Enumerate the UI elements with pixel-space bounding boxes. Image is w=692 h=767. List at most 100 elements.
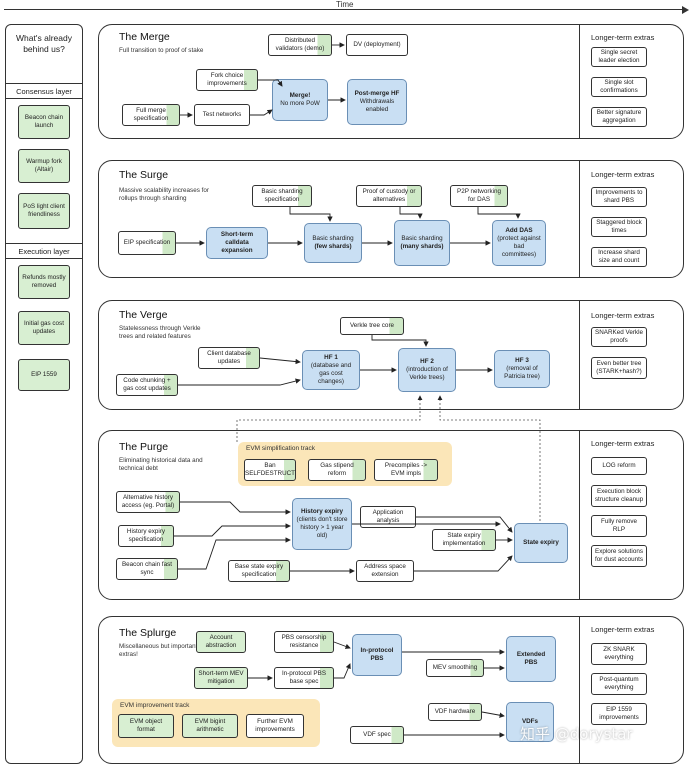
node-hf1: HF 1 (database and gas cost changes): [302, 350, 360, 390]
node-further-evm: Further EVM improvements: [246, 714, 304, 738]
node-state-expiry: State expiry: [514, 523, 568, 563]
node-fork-choice: Fork choice improvements: [196, 69, 258, 91]
execution-layer-heading: Execution layer: [18, 247, 70, 256]
node-vdf-spec: VDF spec: [350, 726, 404, 744]
verge-title: The Verge: [119, 309, 168, 321]
consensus-item-pos-light-client: PoS light client friendliness: [18, 193, 70, 229]
history-expiry-sub: (clients don't store history > 1 year ol…: [296, 516, 348, 539]
merge-subtitle: Full transition to proof of stake: [119, 47, 204, 54]
left-divider-execution: [6, 243, 82, 244]
hf3-sub: (removal of Patricia tree): [504, 365, 540, 380]
splurge-title: The Splurge: [119, 627, 177, 639]
node-evm-bigint: EVM bigint arithmetic: [182, 714, 238, 738]
node-vdf-hardware: VDF hardware: [428, 703, 482, 721]
node-application-analysis: Application analysis: [360, 506, 416, 528]
time-axis-arrowhead: [682, 6, 689, 14]
splurge-extras-title: Longer-term extras: [591, 625, 655, 634]
node-short-term-mev: Short-term MEV mitigation: [194, 667, 248, 689]
left-divider-top: [6, 83, 82, 84]
node-in-protocol-pbs: In-protocol PBS: [352, 634, 402, 676]
node-base-state-expiry-spec: Base state expiry specification: [228, 560, 290, 582]
node-basic-sharding-few: Basic sharding (few shards): [304, 223, 362, 263]
surge-extra-shard-pbs: Improvements to shard PBS: [591, 187, 647, 207]
node-alt-history: Alternative history access (eg. Portal): [116, 491, 180, 513]
node-p2p-das: P2P networking for DAS: [450, 185, 508, 207]
merge-title: The Merge: [119, 31, 170, 43]
add-das-sub: (protect against bad committees): [497, 235, 541, 258]
splurge-extra-post-quantum: Post-quantum everything: [591, 673, 647, 695]
node-ban-selfdestruct: Ban SELFDESTRUCT: [244, 459, 296, 481]
node-verkle-tree-core: Verkle tree core: [340, 317, 404, 335]
purge-extra-remove-rlp: Fully remove RLP: [591, 515, 647, 537]
purge-extra-dust: Explore solutions for dust accounts: [591, 545, 647, 567]
node-history-expiry: History expiry (clients don't store hist…: [292, 498, 352, 550]
splurge-extra-eip1559: EIP 1559 improvements: [591, 703, 647, 725]
hf1-sub: (database and gas cost changes): [310, 362, 352, 385]
evm-improvement-track-title: EVM improvement track: [120, 702, 190, 709]
purge-subtitle: Eliminating historical data and technica…: [119, 457, 203, 472]
node-evm-object-format: EVM object format: [118, 714, 174, 738]
merge-extra-ssc: Single slot confirmations: [591, 77, 647, 97]
node-dv-deployment: DV (deployment): [346, 34, 408, 56]
execution-item-eip1559: EIP 1559: [18, 359, 70, 391]
node-address-space-ext: Address space extension: [356, 560, 414, 582]
verge-extra-better-tree: Even better tree (STARK+hash?): [591, 357, 647, 379]
merge-node-sub: No more PoW: [280, 100, 320, 107]
merge-extra-sig-agg: Better signature aggregation: [591, 107, 647, 127]
node-proof-of-custody: Proof of custody or alternatives: [356, 185, 422, 207]
node-mev-smoothing: MEV smoothing: [426, 659, 484, 677]
basic-sharding-few-qualifier: (few shards): [314, 243, 352, 250]
surge-extras-title: Longer-term extras: [591, 170, 655, 179]
node-gas-stipend: Gas stipend reform: [308, 459, 366, 481]
merge-node-title: Merge!: [289, 92, 311, 99]
node-short-term-calldata: Short-term calldata expansion: [206, 227, 268, 259]
left-divider-execution-bottom: [6, 258, 82, 259]
node-distributed-validators: Distributed validators (demo): [268, 34, 332, 56]
hf2-sub: (introduction of Verkle trees): [406, 366, 448, 381]
node-vdfs: VDFs: [506, 702, 554, 742]
purge-extras-title: Longer-term extras: [591, 439, 655, 448]
hf2-title: HF 2: [420, 358, 434, 365]
surge-extra-staggered: Staggered block times: [591, 217, 647, 237]
splurge-subtitle: Miscellaneous but important extras!: [119, 643, 198, 658]
surge-extras-divider: [579, 161, 580, 277]
node-post-merge-hf: Post-merge HF Withdrawals enabled: [347, 79, 407, 125]
merge-extra-ssle: Single secret leader election: [591, 47, 647, 67]
consensus-item-beacon-chain: Beacon chain launch: [18, 105, 70, 139]
purge-extra-log-reform: LOG reform: [591, 457, 647, 475]
splurge-extra-zk-snark: ZK SNARK everything: [591, 643, 647, 665]
node-hf2: HF 2 (introduction of Verkle trees): [398, 348, 456, 392]
node-full-merge-spec: Full merge specification: [122, 104, 180, 126]
hf1-title: HF 1: [324, 354, 338, 361]
splurge-extras-divider: [579, 617, 580, 763]
section-surge: The Surge Massive scalability increases …: [98, 160, 684, 278]
already-done-panel: What's already behind us? Consensus laye…: [5, 24, 83, 764]
merge-extras-divider: [579, 25, 580, 138]
verge-extras-divider: [579, 301, 580, 409]
verge-extras-title: Longer-term extras: [591, 311, 655, 320]
purge-extras-divider: [579, 431, 580, 599]
node-basic-sharding-spec: Basic sharding specification: [252, 185, 312, 207]
verge-extra-snarked-verkle: SNARKed Verkle proofs: [591, 327, 647, 347]
left-divider-consensus: [6, 98, 82, 99]
execution-item-gas-cost: Initial gas cost updates: [18, 311, 70, 345]
verge-subtitle: Statelessness through Verkle trees and r…: [119, 325, 201, 340]
basic-sharding-many-label: Basic sharding: [401, 235, 443, 242]
surge-subtitle: Massive scalability increases for rollup…: [119, 187, 209, 202]
node-in-protocol-pbs-base: In-protocol PBS base spec: [274, 667, 334, 689]
node-client-db-updates: Client database updates: [198, 347, 260, 369]
consensus-item-warmup-fork: Warmup fork (Altair): [18, 149, 70, 183]
node-hf3: HF 3 (removal of Patricia tree): [494, 350, 550, 388]
hf3-title: HF 3: [515, 357, 529, 364]
node-pbs-censorship: PBS censorship resistance: [274, 631, 334, 653]
add-das-label: Add DAS: [505, 227, 533, 234]
post-merge-sub: Withdrawals enabled: [359, 98, 395, 113]
evm-simplification-track-title: EVM simplification track: [246, 445, 315, 452]
watermark: 知乎 @dorystar: [520, 725, 633, 743]
purge-extra-block-cleanup: Execution block structure cleanup: [591, 485, 647, 507]
already-done-title: What's already behind us?: [16, 33, 72, 54]
merge-extras-title: Longer-term extras: [591, 33, 655, 42]
node-code-chunking: Code chunking + gas cost updates: [116, 374, 178, 396]
surge-title: The Surge: [119, 169, 169, 181]
